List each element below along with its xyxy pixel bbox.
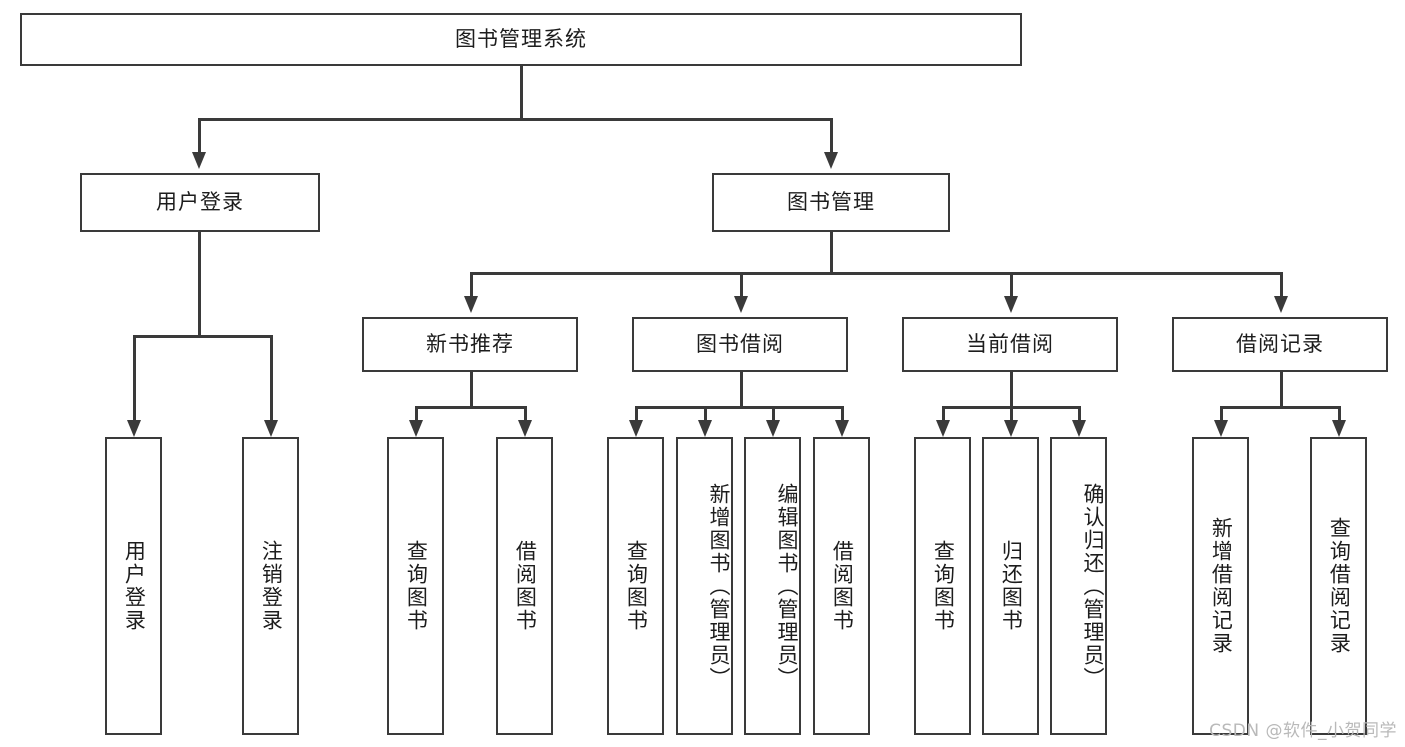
edge-current-borrow-to-leaf-1 <box>942 406 945 420</box>
leaf-bookborrow-query-book[interactable]: 查询图书 <box>607 437 664 735</box>
leaf-currentborrow-query-book[interactable]: 查询图书 <box>914 437 971 735</box>
leaf-borrowrecord-add-record[interactable]: 新增借阅记录 <box>1192 437 1249 735</box>
edge-borrow-record-to-leaf-2 <box>1338 406 1341 420</box>
node-label: 编辑图书（管理员） <box>775 482 799 690</box>
edge-new-book-stem <box>470 372 473 406</box>
node-label: 归还图书 <box>999 540 1024 632</box>
arrowhead-current-borrow-to-leaf-2 <box>1003 420 1018 437</box>
node-user-login[interactable]: 用户登录 <box>80 173 320 232</box>
node-label: 查询借阅记录 <box>1327 517 1352 655</box>
node-label: 新书推荐 <box>426 331 514 356</box>
arrowhead-book-borrow-to-leaf-4 <box>834 420 849 437</box>
edge-current-borrow-to-leaf-2 <box>1010 406 1013 420</box>
edge-borrow-record-to-leaf-1 <box>1220 406 1223 420</box>
node-label: 借阅记录 <box>1236 331 1324 356</box>
arrowhead-user-login-to-leaf-2 <box>263 420 278 437</box>
edge-book-mgmt-to-book-borrow <box>740 272 743 296</box>
leaf-borrowrecord-query-record[interactable]: 查询借阅记录 <box>1310 437 1367 735</box>
csdn-watermark: CSDN @软件_小贺同学 <box>1209 721 1397 741</box>
node-book-borrow[interactable]: 图书借阅 <box>632 317 848 372</box>
edge-borrow-record-bar <box>1220 406 1340 409</box>
arrowhead-book-mgmt-to-borrow-record <box>1273 296 1288 313</box>
leaf-user-logout[interactable]: 注销登录 <box>242 437 299 735</box>
edge-root-stem <box>520 66 523 118</box>
edge-book-borrow-to-leaf-4 <box>841 406 844 420</box>
arrowhead-borrow-record-to-leaf-1 <box>1213 420 1228 437</box>
edge-user-login-to-leaf-1 <box>133 335 136 420</box>
node-label: 图书借阅 <box>696 331 784 356</box>
node-label: 图书管理系统 <box>455 26 587 51</box>
arrowhead-root-to-user-login <box>191 152 206 169</box>
edge-user-login-to-leaf-2 <box>270 335 273 420</box>
edge-book-borrow-stem <box>740 372 743 406</box>
node-new-book-recommend[interactable]: 新书推荐 <box>362 317 578 372</box>
node-label: 查询图书 <box>404 540 429 632</box>
leaf-user-login[interactable]: 用户登录 <box>105 437 162 735</box>
arrowhead-book-borrow-to-leaf-3 <box>765 420 780 437</box>
leaf-bookborrow-borrow-book[interactable]: 借阅图书 <box>813 437 870 735</box>
arrowhead-root-to-book-mgmt <box>823 152 838 169</box>
node-label: 当前借阅 <box>966 331 1054 356</box>
arrowhead-new-book-to-leaf-2 <box>517 420 532 437</box>
edge-user-login-stem <box>198 232 201 335</box>
node-label: 注销登录 <box>259 540 284 632</box>
edge-borrow-record-stem <box>1280 372 1283 406</box>
node-book-management[interactable]: 图书管理 <box>712 173 950 232</box>
edge-book-borrow-to-leaf-1 <box>635 406 638 420</box>
arrowhead-book-borrow-to-leaf-2 <box>697 420 712 437</box>
edge-root-to-user-login <box>198 118 201 152</box>
edge-book-mgmt-to-borrow-record <box>1280 272 1283 296</box>
edge-new-book-to-leaf-1 <box>415 406 418 420</box>
node-label: 图书管理 <box>787 189 875 214</box>
edge-book-mgmt-stem <box>830 232 833 272</box>
node-label: 新增图书（管理员） <box>707 482 731 690</box>
node-label: 借阅图书 <box>830 540 855 632</box>
node-root-system[interactable]: 图书管理系统 <box>20 13 1022 66</box>
arrowhead-current-borrow-to-leaf-1 <box>935 420 950 437</box>
leaf-currentborrow-return-book[interactable]: 归还图书 <box>982 437 1039 735</box>
node-label: 用户登录 <box>122 540 147 632</box>
arrowhead-current-borrow-to-leaf-3 <box>1071 420 1086 437</box>
edge-book-borrow-to-leaf-3 <box>772 406 775 420</box>
edge-book-borrow-bar <box>635 406 843 409</box>
node-label: 查询图书 <box>931 540 956 632</box>
node-label: 确认归还（管理员） <box>1081 482 1105 690</box>
node-current-borrow[interactable]: 当前借阅 <box>902 317 1118 372</box>
node-label: 查询图书 <box>624 540 649 632</box>
arrowhead-book-mgmt-to-current-borrow <box>1003 296 1018 313</box>
edge-root-to-book-mgmt <box>830 118 833 152</box>
leaf-bookborrow-edit-book-admin[interactable]: 编辑图书（管理员） <box>744 437 801 735</box>
edge-book-mgmt-bar <box>470 272 1280 275</box>
arrowhead-book-mgmt-to-new-book <box>463 296 478 313</box>
leaf-currentborrow-confirm-return-admin[interactable]: 确认归还（管理员） <box>1050 437 1107 735</box>
edge-current-borrow-to-leaf-3 <box>1078 406 1081 420</box>
edge-book-borrow-to-leaf-2 <box>704 406 707 420</box>
arrowhead-book-mgmt-to-book-borrow <box>733 296 748 313</box>
leaf-newbook-borrow-book[interactable]: 借阅图书 <box>496 437 553 735</box>
arrowhead-new-book-to-leaf-1 <box>408 420 423 437</box>
edge-current-borrow-stem <box>1010 372 1013 406</box>
edge-book-mgmt-to-new-book <box>470 272 473 296</box>
edge-root-bar <box>198 118 832 121</box>
node-label: 新增借阅记录 <box>1209 517 1234 655</box>
edge-new-book-to-leaf-2 <box>524 406 527 420</box>
leaf-bookborrow-add-book-admin[interactable]: 新增图书（管理员） <box>676 437 733 735</box>
arrowhead-book-borrow-to-leaf-1 <box>628 420 643 437</box>
arrowhead-borrow-record-to-leaf-2 <box>1331 420 1346 437</box>
edge-book-mgmt-to-current-borrow <box>1010 272 1013 296</box>
node-label: 借阅图书 <box>513 540 538 632</box>
edge-new-book-bar <box>415 406 527 409</box>
node-borrow-record[interactable]: 借阅记录 <box>1172 317 1388 372</box>
arrowhead-user-login-to-leaf-1 <box>126 420 141 437</box>
node-label: 用户登录 <box>156 189 244 214</box>
leaf-newbook-query-book[interactable]: 查询图书 <box>387 437 444 735</box>
edge-user-login-bar <box>133 335 270 338</box>
